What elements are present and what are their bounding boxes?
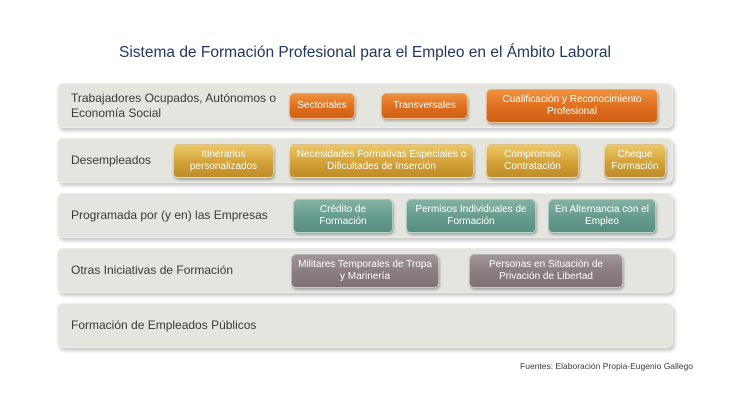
row-label-desempleados: Desempleados	[71, 153, 152, 167]
diagram-body: Trabajadores Ocupados, Autónomos o Econo…	[57, 83, 673, 358]
row-label-trabajadores-ocupados: Trabajadores Ocupados, Autónomos o Econo…	[71, 90, 277, 120]
row-otras-iniciativas: Otras Iniciativas de Formación Militares…	[57, 248, 673, 293]
pill-militares-temporales: Militares Temporales de Tropa y Marinerí…	[291, 253, 439, 288]
pill-permisos-individuales: Permisos Individuales de Formación	[406, 198, 536, 233]
pill-itinerarios-personalizados: Itinerarios personalizados	[173, 143, 274, 178]
diagram-title: Sistema de Formación Profesional para el…	[119, 44, 611, 61]
row-programada-empresas: Programada por (y en) las Empresas Crédi…	[57, 193, 673, 238]
row-label-otras-iniciativas: Otras Iniciativas de Formación	[71, 263, 234, 277]
row-label-programada-empresas: Programada por (y en) las Empresas	[71, 208, 268, 222]
row-empleados-publicos: Formación de Empleados Públicos	[57, 303, 673, 348]
pill-privacion-libertad: Personas en Situación de Privación de Li…	[469, 253, 623, 288]
pill-cheque-formacion: Cheque Formación	[604, 143, 666, 178]
row-desempleados: Desempleados Itinerarios personalizados …	[57, 138, 673, 183]
source-note: Fuentes: Elaboración Propia-Eugenio Gall…	[520, 361, 693, 371]
pill-necesidades-formativas: Necesidades Formativas Especiales o Difi…	[289, 143, 474, 178]
pill-cualificacion-reconocimiento: Cualificación y Reconocimiento Profesion…	[486, 88, 658, 123]
pill-alternancia-empleo: En Alternancia con el Empleo	[548, 198, 656, 233]
row-label-empleados-publicos: Formación de Empleados Públicos	[71, 318, 257, 332]
pill-credito-formacion: Crédito de Formación	[293, 198, 393, 233]
pill-sectoriales: Sectoriales	[289, 92, 355, 119]
row-trabajadores-ocupados: Trabajadores Ocupados, Autónomos o Econo…	[57, 83, 673, 128]
pill-compromiso-contratacion: Compromiso Contratación	[486, 143, 579, 178]
pill-transversales: Transversales	[381, 92, 468, 119]
